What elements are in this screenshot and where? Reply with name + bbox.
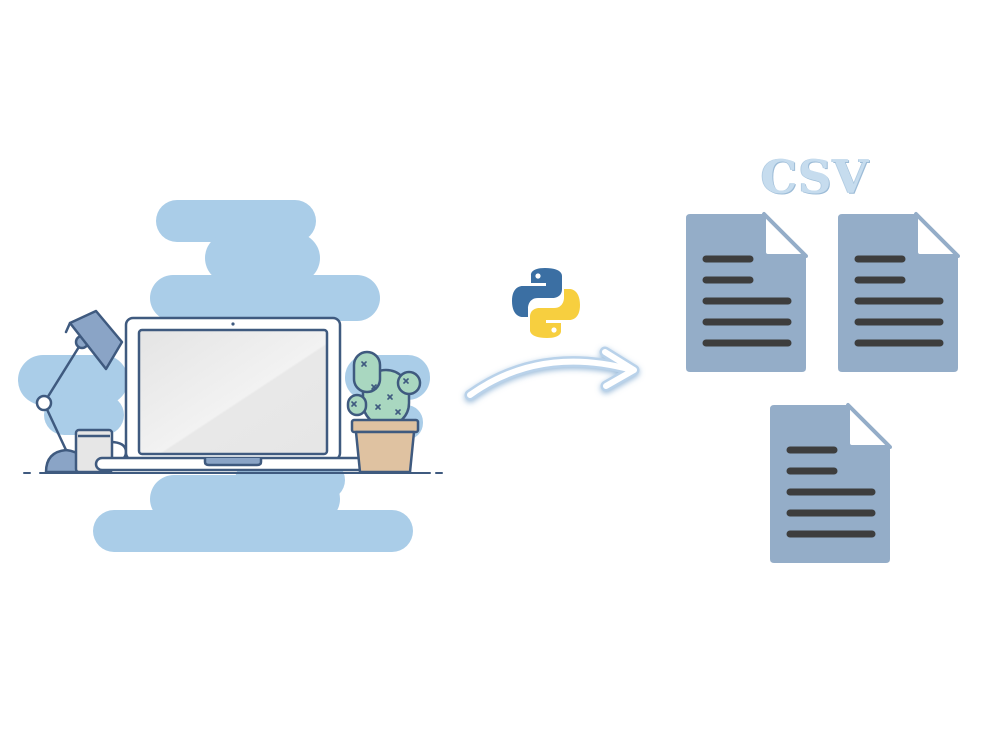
document-icon [686,212,808,372]
cactus-icon [346,350,422,474]
csv-title: CSV [760,150,870,204]
document-icon [770,403,892,563]
document-icon [838,212,960,372]
python-logo-icon [512,268,580,338]
laptop-icon [94,316,382,472]
curved-arrow-icon [464,346,640,401]
